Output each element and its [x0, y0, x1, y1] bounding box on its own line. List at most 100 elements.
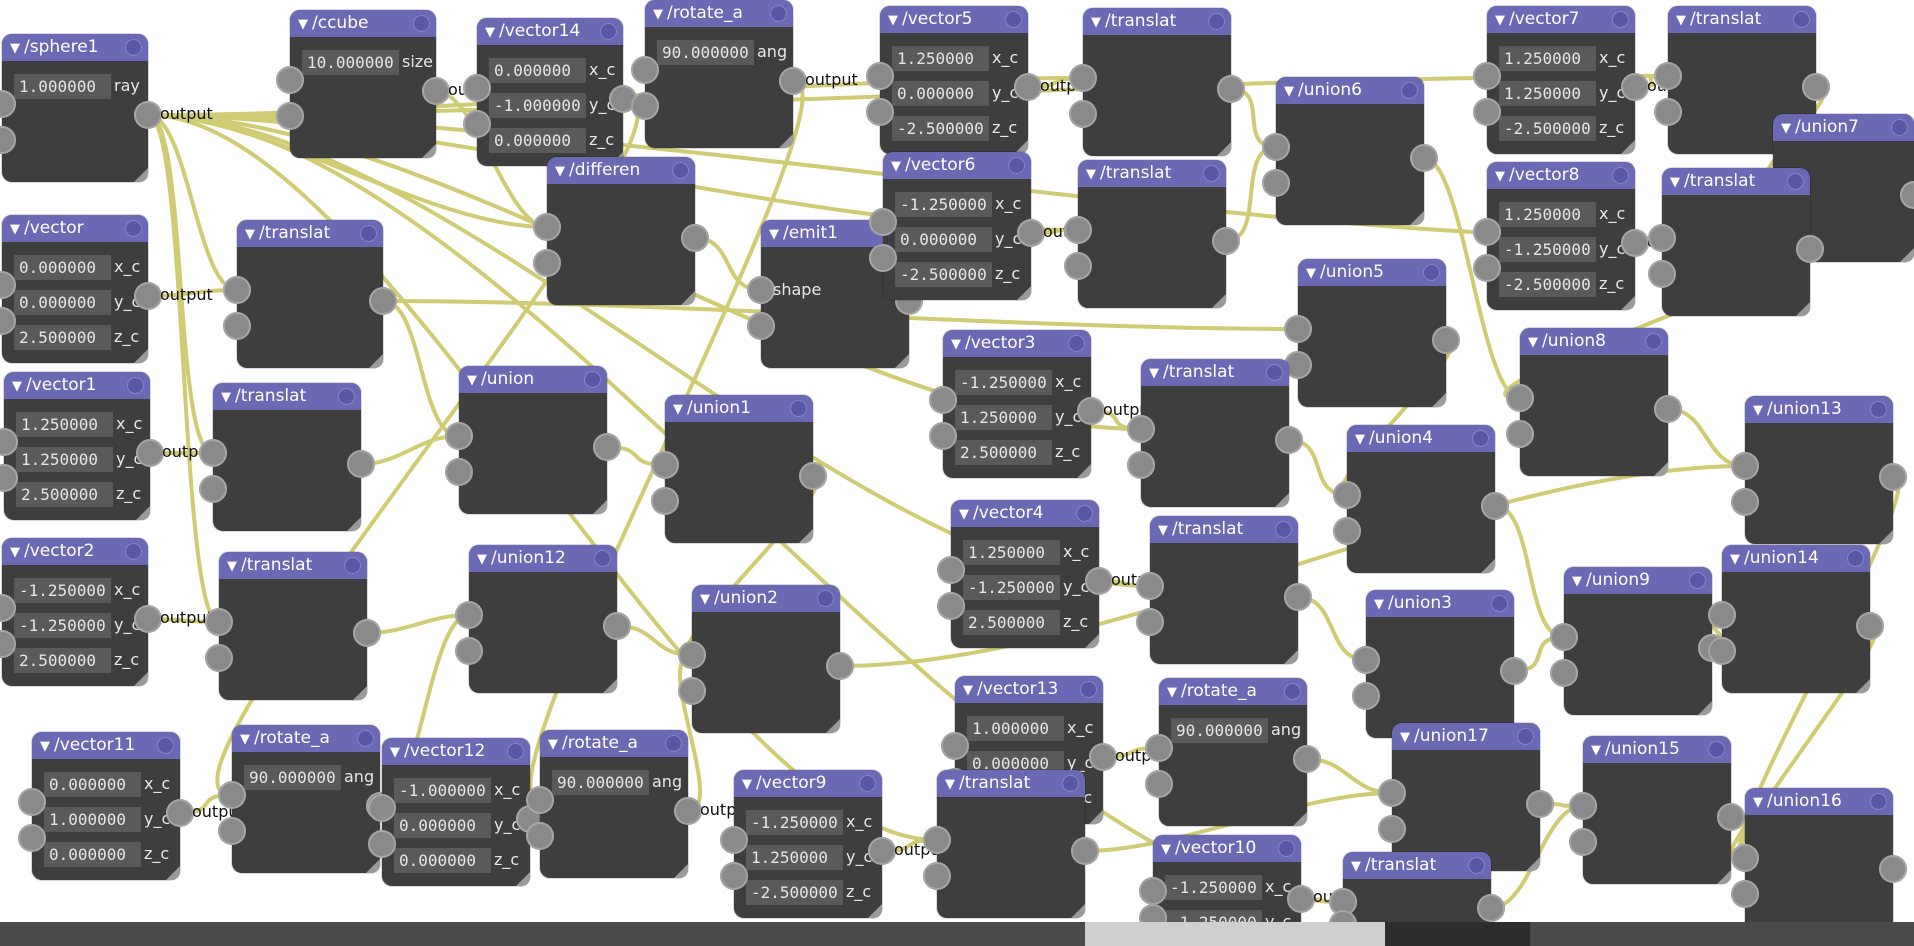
input-port[interactable] — [0, 428, 18, 456]
input-port[interactable] — [276, 102, 304, 130]
output-port[interactable] — [1654, 395, 1682, 423]
input-port[interactable] — [18, 788, 46, 816]
node-header[interactable]: ▼/translat — [1668, 6, 1816, 33]
input-port[interactable] — [0, 90, 16, 118]
node-header[interactable]: ▼/vector12 — [382, 738, 530, 765]
node-header[interactable]: ▼/union2 — [692, 585, 840, 612]
output-port[interactable] — [603, 612, 631, 640]
node-translat1[interactable]: ▼/translat — [1069, 8, 1245, 156]
resize-handle[interactable] — [1212, 294, 1226, 308]
output-port[interactable] — [1879, 855, 1907, 883]
resize-handle[interactable] — [799, 529, 813, 543]
collapse-triangle-icon[interactable]: ▼ — [221, 390, 231, 405]
input-port[interactable] — [1333, 517, 1361, 545]
node-union9[interactable]: ▼/union9 — [1550, 567, 1726, 715]
output-port[interactable] — [1217, 75, 1245, 103]
node-menu-dot-icon[interactable] — [1517, 728, 1534, 745]
resize-handle[interactable] — [1796, 302, 1810, 316]
node-union14[interactable]: ▼/union14 — [1708, 545, 1884, 693]
input-port[interactable] — [1731, 488, 1759, 516]
collapse-triangle-icon[interactable]: ▼ — [769, 227, 779, 242]
input-port[interactable] — [1378, 779, 1406, 807]
input-port[interactable] — [445, 458, 473, 486]
input-port[interactable] — [1731, 452, 1759, 480]
param-value-field[interactable]: -1.250000 — [895, 192, 992, 217]
node-header[interactable]: ▼/vector7 — [1487, 6, 1635, 33]
resize-handle[interactable] — [1071, 904, 1085, 918]
node-header[interactable]: ▼/rotate_a — [1159, 678, 1307, 705]
node-menu-dot-icon[interactable] — [1870, 793, 1887, 810]
input-port[interactable] — [1473, 254, 1501, 282]
input-port[interactable] — [678, 677, 706, 705]
collapse-triangle-icon[interactable]: ▼ — [245, 227, 255, 242]
input-port[interactable] — [1731, 844, 1759, 872]
param-value-field[interactable]: 1.250000 — [16, 447, 113, 472]
output-port[interactable] — [1089, 743, 1117, 771]
input-port[interactable] — [526, 822, 554, 850]
node-menu-dot-icon[interactable] — [584, 371, 601, 388]
input-port[interactable] — [0, 594, 16, 622]
output-port[interactable] — [1212, 227, 1240, 255]
node-menu-dot-icon[interactable] — [1472, 430, 1489, 447]
collapse-triangle-icon[interactable]: ▼ — [555, 164, 565, 179]
input-port[interactable] — [1136, 608, 1164, 636]
param-value-field[interactable]: -2.500000 — [1499, 116, 1596, 141]
output-port[interactable] — [166, 799, 194, 827]
input-port[interactable] — [223, 276, 251, 304]
input-port[interactable] — [463, 110, 491, 138]
input-port[interactable] — [929, 386, 957, 414]
node-header[interactable]: ▼/union6 — [1276, 77, 1424, 104]
resize-handle[interactable] — [1275, 493, 1289, 507]
node-header[interactable]: ▼/union16 — [1745, 788, 1893, 815]
collapse-triangle-icon[interactable]: ▼ — [485, 25, 495, 40]
node-union13[interactable]: ▼/union13 — [1731, 396, 1907, 544]
output-port[interactable] — [1526, 790, 1554, 818]
resize-handle[interactable] — [1432, 393, 1446, 407]
wire-translat8-to-union12[interactable] — [365, 613, 471, 635]
collapse-triangle-icon[interactable]: ▼ — [1670, 175, 1680, 190]
collapse-triangle-icon[interactable]: ▼ — [963, 683, 973, 698]
node-union3[interactable]: ▼/union3 — [1352, 590, 1528, 738]
collapse-triangle-icon[interactable]: ▼ — [1400, 730, 1410, 745]
collapse-triangle-icon[interactable]: ▼ — [467, 373, 477, 388]
param-value-field[interactable]: -1.250000 — [746, 810, 843, 835]
collapse-triangle-icon[interactable]: ▼ — [390, 745, 400, 760]
wire-sphere1-to-translat6[interactable] — [146, 113, 215, 455]
resize-handle[interactable] — [1654, 462, 1668, 476]
output-port[interactable] — [353, 619, 381, 647]
collapse-triangle-icon[interactable]: ▼ — [477, 552, 487, 567]
input-port[interactable] — [1333, 481, 1361, 509]
output-port[interactable] — [1717, 803, 1745, 831]
input-port[interactable] — [1506, 420, 1534, 448]
param-value-field[interactable]: 1.250000 — [746, 845, 843, 870]
node-union8[interactable]: ▼/union8 — [1506, 328, 1682, 476]
param-value-field[interactable]: 0.000000 — [14, 290, 111, 315]
node-menu-dot-icon[interactable] — [413, 15, 430, 32]
node-header[interactable]: ▼/vector — [2, 215, 148, 242]
node-menu-dot-icon[interactable] — [1847, 550, 1864, 567]
output-port[interactable] — [799, 462, 827, 490]
input-port[interactable] — [205, 608, 233, 636]
output-port[interactable] — [1275, 426, 1303, 454]
collapse-triangle-icon[interactable]: ▼ — [240, 732, 250, 747]
node-menu-dot-icon[interactable] — [1284, 683, 1301, 700]
node-union[interactable]: ▼/union — [445, 366, 621, 514]
output-port[interactable] — [1432, 326, 1460, 354]
output-port[interactable] — [1477, 894, 1505, 922]
output-port[interactable] — [1500, 657, 1528, 685]
input-port[interactable] — [533, 249, 561, 277]
input-port[interactable] — [1648, 224, 1676, 252]
horizontal-scrollbar[interactable] — [0, 922, 1914, 946]
resize-handle[interactable] — [134, 168, 148, 182]
input-port[interactable] — [1139, 877, 1167, 905]
node-union5[interactable]: ▼/union5 — [1284, 259, 1460, 407]
collapse-triangle-icon[interactable]: ▼ — [888, 13, 898, 28]
param-value-field[interactable]: -2.500000 — [892, 116, 989, 141]
input-port[interactable] — [1064, 216, 1092, 244]
